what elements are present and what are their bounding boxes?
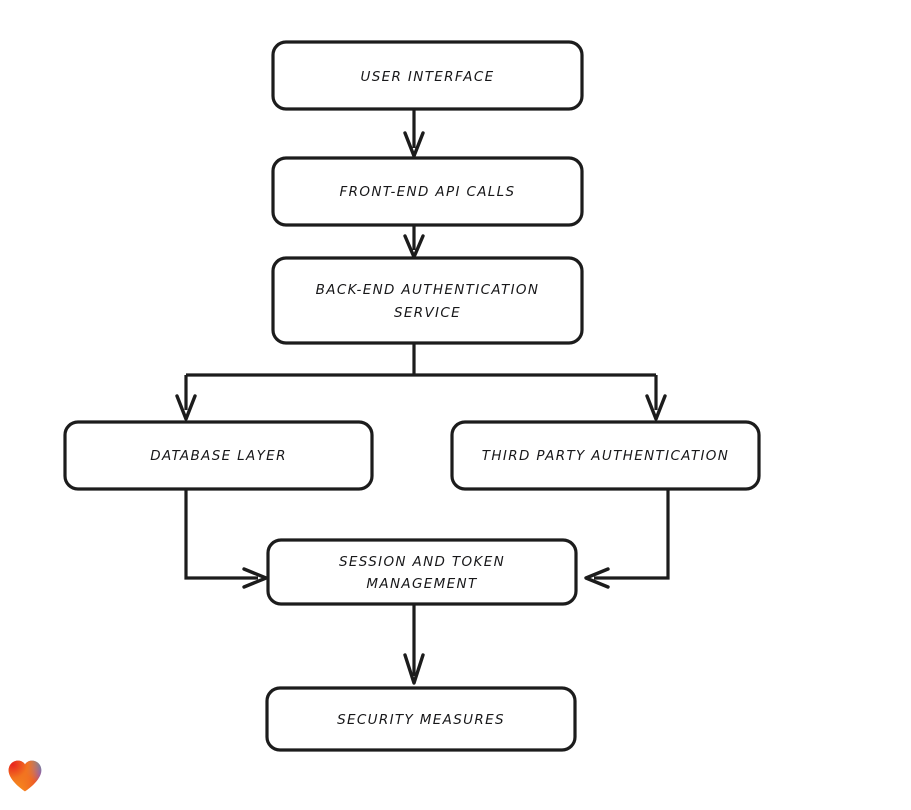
node-third-party-authentication[interactable]: THIRD PARTY AUTHENTICATION xyxy=(450,420,761,491)
edge-front-end-api-calls-to-back-end-service xyxy=(403,225,425,259)
edge-database-layer-to-session-management xyxy=(184,489,268,589)
node-label-back-end-service-line2: SERVICE xyxy=(394,305,461,321)
node-label-front-end-api-calls: FRONT-END API CALLS xyxy=(340,184,516,200)
node-label-database-layer: DATABASE LAYER xyxy=(150,448,287,464)
edge-session-management-to-security-measures xyxy=(403,604,425,685)
node-user-interface[interactable]: USER INTERFACE xyxy=(271,40,584,111)
node-label-back-end-service-line1: BACK-END AUTHENTICATION xyxy=(316,282,540,298)
node-label-user-interface: USER INTERFACE xyxy=(361,69,495,85)
node-label-third-party-authentication: THIRD PARTY AUTHENTICATION xyxy=(482,448,729,464)
node-session-and-token-management[interactable]: SESSION AND TOKEN MANAGEMENT xyxy=(266,538,578,606)
node-label-security-measures: SECURITY MEASURES xyxy=(337,712,505,728)
edge-third-party-auth-to-session-management xyxy=(584,489,670,589)
node-security-measures[interactable]: SECURITY MEASURES xyxy=(265,686,577,752)
node-database-layer[interactable]: DATABASE LAYER xyxy=(63,420,374,491)
node-label-session-management-line2: MANAGEMENT xyxy=(366,576,478,592)
edge-user-interface-to-front-end-api-calls xyxy=(403,109,425,158)
node-label-session-management-line1: SESSION AND TOKEN xyxy=(339,554,505,570)
gradient-heart-icon xyxy=(6,757,44,795)
node-front-end-api-calls[interactable]: FRONT-END API CALLS xyxy=(271,156,584,227)
edge-back-end-service-to-branches xyxy=(175,343,667,421)
node-back-end-authentication-service[interactable]: BACK-END AUTHENTICATION SERVICE xyxy=(271,256,584,345)
